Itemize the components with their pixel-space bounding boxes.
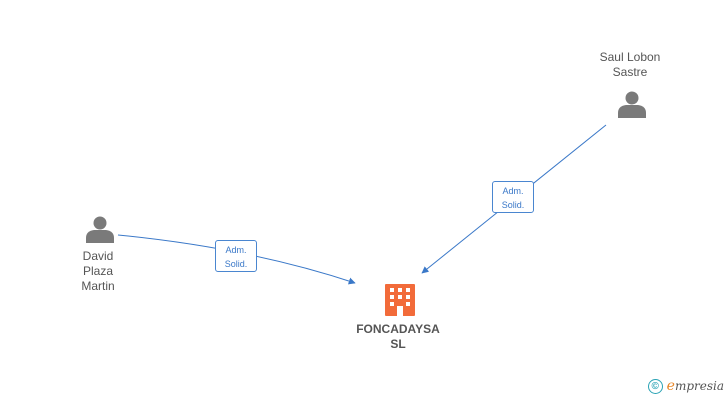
person-name-line: Sastre — [612, 65, 648, 79]
person-name-line: Martin — [81, 279, 115, 293]
person-name-david[interactable]: David Plaza Martin — [38, 249, 158, 294]
brand-logo-text: empresia — [667, 378, 724, 394]
role-badge-saul[interactable]: Adm. Solid. — [492, 181, 534, 213]
copyright-icon: © — [647, 378, 663, 394]
brand-first-letter: e — [666, 378, 675, 394]
person-name-saul[interactable]: Saul Lobon Sastre — [570, 50, 690, 80]
person-icon[interactable] — [618, 91, 646, 119]
company-name-line: SL — [390, 337, 406, 351]
brand-rest: mpresia — [674, 379, 724, 393]
brand-watermark: © empresia — [647, 376, 724, 396]
role-line: Solid. — [224, 259, 248, 269]
company-building-icon[interactable] — [385, 284, 415, 316]
person-name-line: David — [82, 249, 114, 263]
person-name-line: Plaza — [82, 264, 114, 278]
role-badge-david[interactable]: Adm. Solid. — [215, 240, 257, 272]
company-name[interactable]: FONCADAYSA SL — [328, 322, 468, 352]
role-line: Adm. — [225, 245, 247, 255]
person-icon[interactable] — [86, 216, 114, 244]
company-name-line: FONCADAYSA — [356, 322, 440, 336]
role-line: Adm. — [502, 186, 524, 196]
person-name-line: Saul Lobon — [599, 50, 661, 64]
role-line: Solid. — [501, 200, 525, 210]
